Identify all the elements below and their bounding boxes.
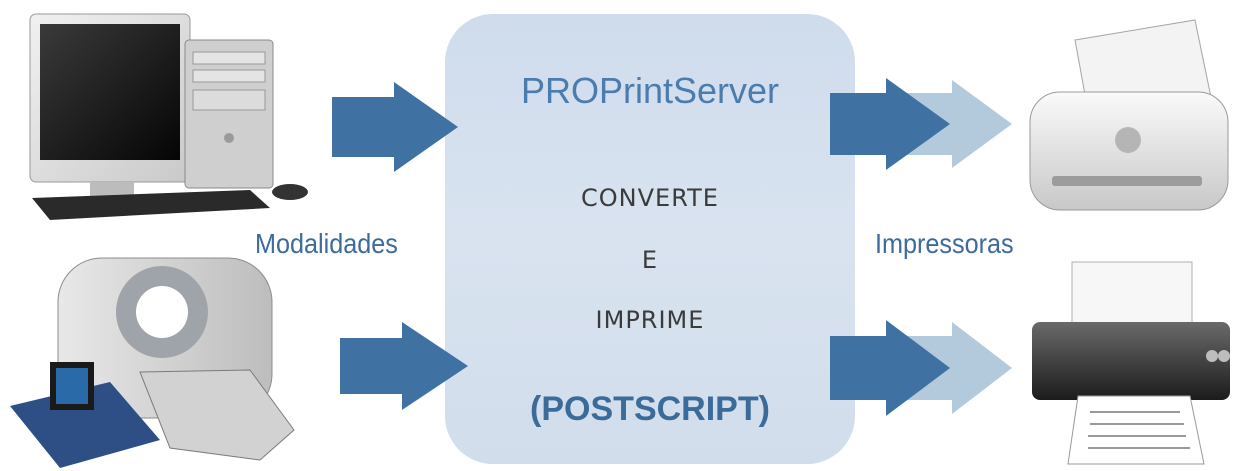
arrow-out-top-light <box>905 80 1012 168</box>
inkjet-printer-icon <box>1029 19 1229 211</box>
desktop-computer-icon <box>29 13 308 220</box>
laser-printer-icon <box>1032 261 1230 465</box>
server-format: (POSTSCRIPT) <box>530 390 770 428</box>
modalities-label: Modalidades <box>255 228 398 259</box>
arrow-out-bottom <box>830 320 950 416</box>
printers-label: Impressoras <box>875 228 1014 259</box>
server-step-and: E <box>641 246 659 274</box>
ct-scanner-icon <box>10 257 295 468</box>
arrow-out-bottom-light <box>905 322 1012 414</box>
server-title: PROPrintServer <box>520 70 780 111</box>
arrow-in-top <box>332 82 458 172</box>
arrow-in-bottom <box>340 322 468 410</box>
server-step-convert: CONVERTE <box>581 184 719 212</box>
print-server-box <box>445 14 855 464</box>
server-step-print: IMPRIME <box>595 306 705 334</box>
arrow-out-top <box>830 78 950 170</box>
